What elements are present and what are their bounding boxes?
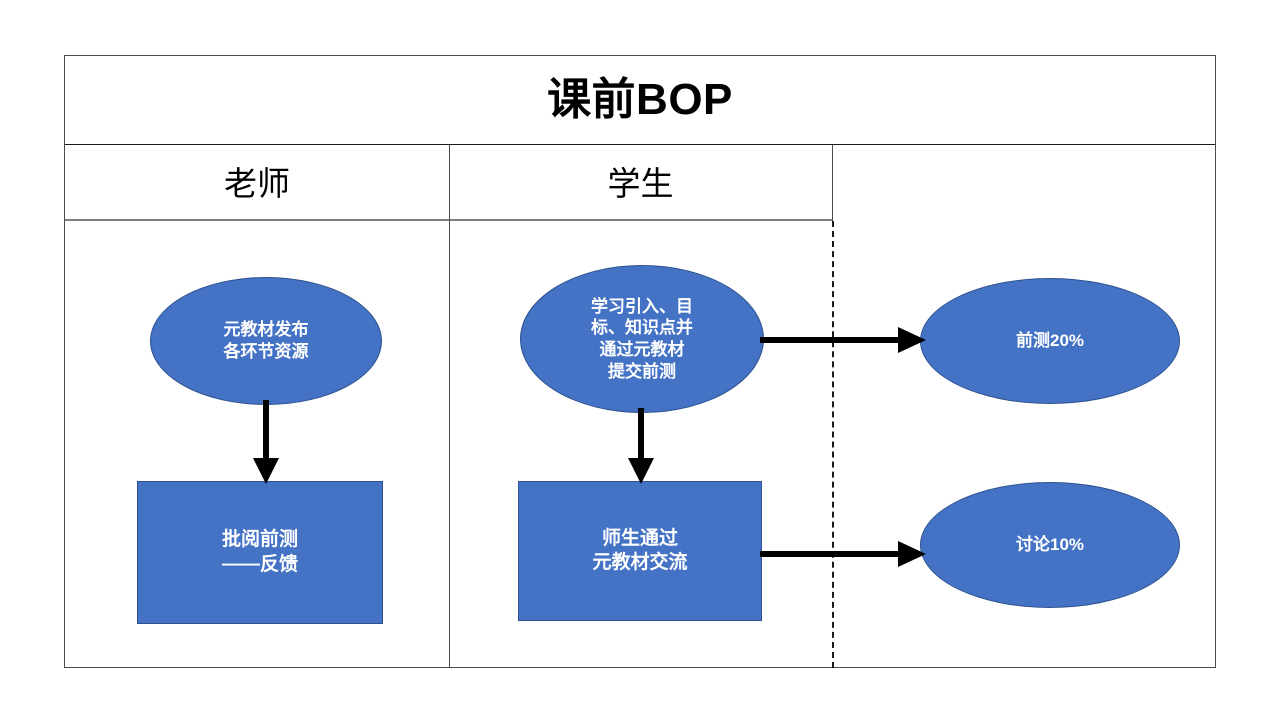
node-teacher-review-pretest[interactable]: 批阅前测 ——反馈 xyxy=(137,481,383,624)
column-header-teacher-label: 老师 xyxy=(224,164,290,202)
dashed-vertical-separator xyxy=(832,221,834,668)
node-line: 批阅前测 xyxy=(221,529,298,551)
connector-student-ellipse-to-rect xyxy=(615,408,667,490)
column-header-row: 老师 学生 xyxy=(65,145,832,221)
node-line: 标、知识点并 xyxy=(591,318,693,338)
column-header-student: 学生 xyxy=(449,145,832,221)
node-teacher-publish-resources[interactable]: 元教材发布 各环节资源 xyxy=(150,277,382,405)
node-student-learning-intro[interactable]: 学习引入、目 标、知识点并 通过元教材 提交前测 xyxy=(520,265,764,413)
column-divider-student-weights xyxy=(832,145,833,221)
node-student-teacher-exchange[interactable]: 师生通过 元教材交流 xyxy=(518,481,762,621)
node-line: 学习引入、目 xyxy=(591,296,693,316)
node-line: 提交前测 xyxy=(608,361,676,381)
node-line: 讨论10% xyxy=(1015,535,1085,555)
connector-student-ellipse-to-pretest xyxy=(760,322,930,358)
column-header-student-label: 学生 xyxy=(607,164,674,202)
connector-teacher-ellipse-to-rect xyxy=(240,400,292,490)
connector-student-rect-to-discussion xyxy=(760,536,930,572)
node-line: 元教材交流 xyxy=(592,552,688,573)
node-pretest-weight[interactable]: 前测20% xyxy=(920,278,1180,404)
node-line: 通过元教材 xyxy=(599,340,685,359)
node-discussion-weight[interactable]: 讨论10% xyxy=(920,482,1180,608)
column-divider-teacher-student xyxy=(449,145,450,668)
node-line: 元教材发布 xyxy=(223,320,309,340)
node-line: ——反馈 xyxy=(221,553,298,575)
node-line: 师生通过 xyxy=(601,527,678,549)
node-line: 前测20% xyxy=(1015,331,1085,351)
node-line: 各环节资源 xyxy=(223,342,309,361)
title-row: 课前BOP xyxy=(65,56,1215,145)
column-header-teacher: 老师 xyxy=(65,145,449,221)
page-title: 课前BOP xyxy=(547,75,733,124)
